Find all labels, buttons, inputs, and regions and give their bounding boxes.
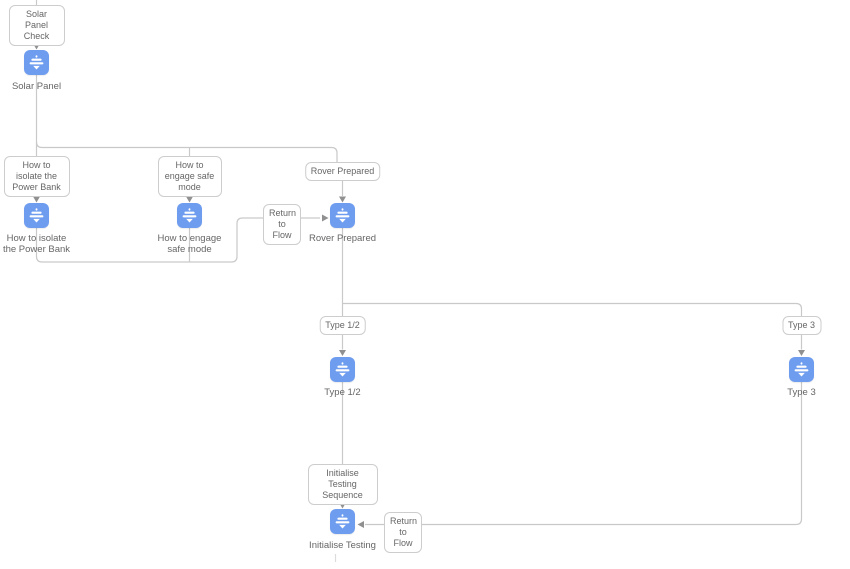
node-type-3[interactable] — [789, 357, 814, 382]
node-rover-prepared[interactable] — [330, 203, 355, 228]
node-solar-panel[interactable] — [24, 50, 49, 75]
node-label-rover-prepared: Rover Prepared — [308, 233, 377, 244]
flow-block-icon — [29, 207, 44, 222]
flow-block-icon — [794, 361, 809, 376]
flow-block-icon — [335, 513, 350, 528]
connector-label-return-to-flow-2[interactable]: Return to Flow — [384, 512, 422, 553]
connector-path-group — [35, 0, 803, 562]
connector-label-rover-prepared[interactable]: Rover Prepared — [304, 162, 381, 181]
arrowhead-down — [798, 350, 805, 356]
node-type-1-2[interactable] — [330, 357, 355, 382]
node-how-to-isolate[interactable] — [24, 203, 49, 228]
node-initialise-testing[interactable] — [330, 509, 355, 534]
connector-path — [342, 302, 803, 316]
node-label-how-to-engage: How to engage safe mode — [157, 233, 222, 255]
arrowhead-right — [322, 214, 329, 222]
arrowhead-down — [339, 350, 346, 356]
connector-label-initialise-testing-sequence[interactable]: Initialise Testing Sequence — [307, 464, 378, 505]
flow-block-icon — [182, 207, 197, 222]
arrowhead-down — [339, 196, 346, 203]
connector-label-type-3[interactable]: Type 3 — [781, 316, 822, 335]
node-label-how-to-isolate: How to isolate the Power Bank — [2, 233, 71, 255]
arrowhead-down — [33, 196, 40, 203]
node-label-type-1-2: Type 1/2 — [324, 387, 361, 398]
connector-label-solar-panel-check[interactable]: Solar Panel Check — [8, 5, 65, 46]
connector-label-how-to-isolate[interactable]: How to isolate the Power Bank — [3, 156, 70, 197]
flow-block-icon — [335, 361, 350, 376]
node-label-initialise-testing: Initialise Testing — [309, 540, 376, 551]
node-how-to-engage[interactable] — [177, 203, 202, 228]
arrowheads — [33, 43, 805, 528]
node-label-type-3: Type 3 — [787, 387, 816, 398]
arrowhead-down — [186, 196, 193, 203]
connector-label-type-1-2[interactable]: Type 1/2 — [319, 316, 366, 335]
flow-block-icon — [335, 207, 350, 222]
flow-block-icon — [29, 54, 44, 69]
connector-path — [421, 381, 803, 526]
connector-label-how-to-engage[interactable]: How to engage safe mode — [157, 156, 222, 197]
connector-label-return-to-flow-1[interactable]: Return to Flow — [263, 204, 301, 245]
arrowhead-left — [357, 521, 364, 528]
node-label-solar-panel: Solar Panel — [11, 81, 62, 92]
